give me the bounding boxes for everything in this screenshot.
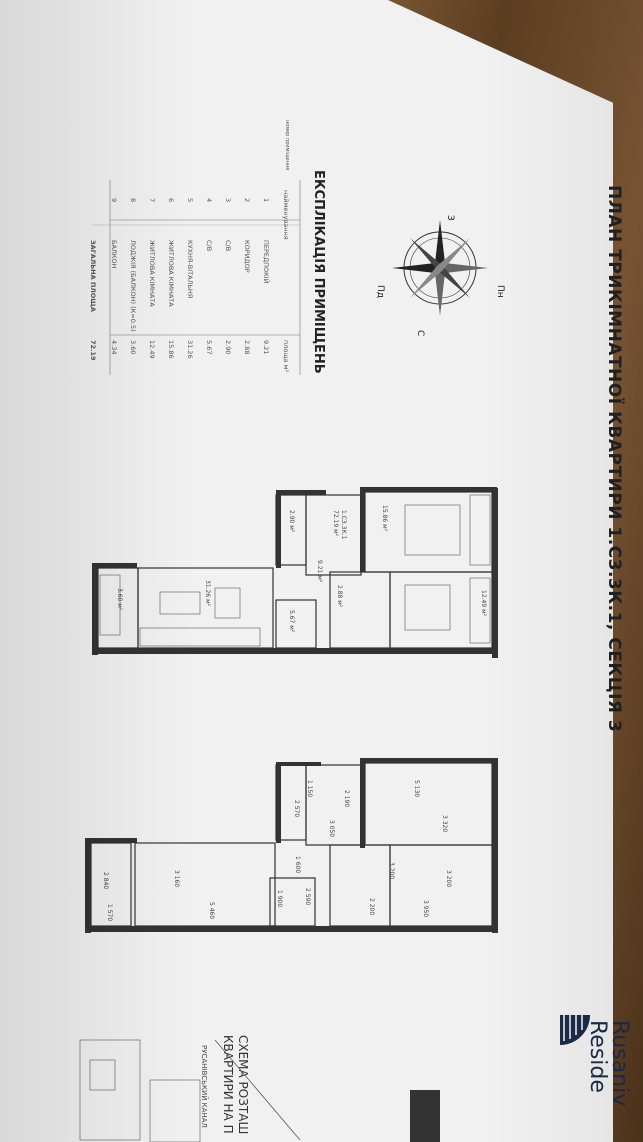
compass-west-label: З	[445, 215, 455, 221]
dimension-label: 1 600	[294, 856, 301, 873]
location-scheme-sketch	[79, 1039, 440, 1142]
dimension-label: 2 200	[368, 898, 375, 915]
furnished-floor-plan: 15.86 м² 12.49 м² 31.26 м² 3.60 м² 2.90 …	[92, 487, 498, 658]
room5-label: 31.26 м²	[204, 580, 211, 607]
dimension-label: 3 200	[445, 870, 452, 887]
section-code-label: 1.С3.3К.1	[340, 510, 347, 540]
dimension-label: 1 570	[106, 904, 113, 921]
compass-south-label: Пд	[375, 285, 385, 298]
room3-label: 2.90 м²	[288, 510, 295, 533]
compass-rose-icon	[392, 220, 488, 316]
room7-label: 12.49 м²	[480, 590, 487, 617]
dimension-label: 5 130	[413, 780, 420, 797]
room1-label: 9.21 м²	[316, 560, 323, 583]
brand-logo-icon	[560, 1015, 590, 1045]
dimension-label: 3 050	[328, 820, 335, 837]
dimension-label: 1 900	[276, 890, 283, 907]
dimension-floor-plan: 5 130 3 320 2 190 3 050 2 570 1 150 2 59…	[85, 758, 498, 933]
dimension-label: 3 200	[388, 862, 395, 879]
room4-label: 5.67 м²	[288, 610, 295, 633]
dimension-label: 5 460	[208, 902, 215, 919]
explication-table-lines	[92, 180, 301, 375]
dimension-label: 1 150	[306, 780, 313, 797]
dimension-label: 2 840	[102, 872, 109, 889]
dimension-label: 3 950	[422, 900, 429, 917]
section-area-label: 72.19 м²	[332, 510, 339, 537]
dimension-label: 2 570	[293, 800, 300, 817]
room8-label: 3.60 м²	[116, 588, 123, 611]
dimension-label: 2 590	[304, 888, 311, 905]
room2-label: 2.88 м²	[336, 585, 343, 608]
room6-label: 15.86 м²	[381, 505, 388, 532]
dimension-label: 3 320	[441, 815, 448, 832]
compass-east-label: С	[415, 330, 425, 337]
compass-north-label: Пн	[495, 285, 505, 298]
dimension-label: 3 160	[173, 870, 180, 887]
dimension-label: 2 190	[343, 790, 350, 807]
